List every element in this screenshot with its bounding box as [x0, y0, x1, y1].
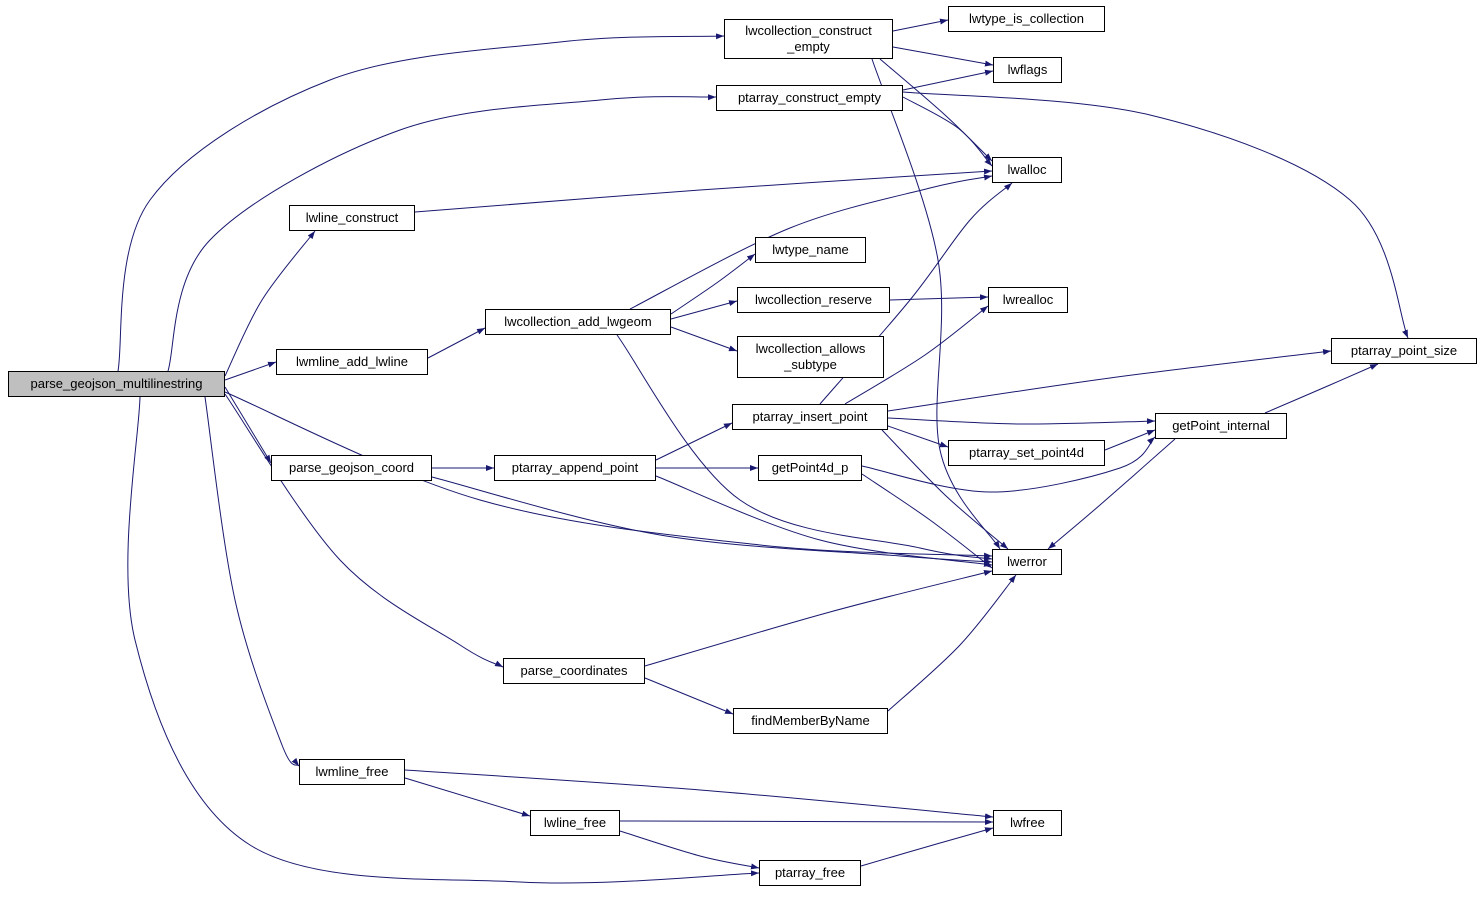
edge-lwcollection_add_lwgeom-to-lwtype_name — [670, 253, 756, 315]
edge-lwmline_free-to-lwfree — [404, 769, 994, 820]
edge-ptarray_construct_empty-to-lwflags — [902, 69, 994, 91]
node-lwcollection_add_lwgeom[interactable]: lwcollection_add_lwgeom — [485, 309, 671, 335]
edge-parse_geojson_coord-to-lwerror — [431, 476, 993, 565]
node-lwmline_add_lwline[interactable]: lwmline_add_lwline — [276, 349, 428, 375]
node-parse_coordinates[interactable]: parse_coordinates — [503, 658, 645, 684]
edge-parse_geojson_multilinestring-to-ptarray_construct_empty — [167, 94, 717, 372]
edge-parse_coordinates-to-lwerror — [644, 570, 993, 667]
node-lwline_construct[interactable]: lwline_construct — [289, 205, 415, 231]
edge-ptarray_insert_point-to-getPoint_internal — [887, 417, 1156, 425]
edge-ptarray_construct_empty-to-ptarray_point_size — [902, 91, 1409, 339]
edge-lwmline_add_lwline-to-lwcollection_add_lwgeom — [427, 327, 486, 359]
node-ptarray_construct_empty[interactable]: ptarray_construct_empty — [716, 85, 903, 111]
node-lwfree[interactable]: lwfree — [993, 810, 1062, 836]
edge-lwcollection_construct_empty-to-lwflags — [892, 46, 994, 67]
edge-lwmline_free-to-lwline_free — [404, 777, 531, 817]
node-ptarray_insert_point[interactable]: ptarray_insert_point — [732, 404, 888, 430]
edge-lwcollection_construct_empty-to-lwtype_is_collection — [892, 18, 949, 32]
edge-lwline_free-to-ptarray_free — [619, 830, 760, 870]
node-parse_geojson_multilinestring: parse_geojson_multilinestring — [8, 371, 225, 397]
node-lwcollection_reserve[interactable]: lwcollection_reserve — [737, 287, 890, 313]
edge-ptarray_insert_point-to-ptarray_set_point4d — [887, 425, 949, 448]
edge-ptarray_append_point-to-lwerror — [655, 475, 993, 567]
node-ptarray_set_point4d[interactable]: ptarray_set_point4d — [948, 440, 1105, 466]
edge-lwcollection_add_lwgeom-to-lwerror — [616, 334, 993, 561]
edge-lwcollection_add_lwgeom-to-lwcollection_reserve — [670, 300, 738, 320]
edge-getPoint4d_p-to-lwerror — [861, 473, 993, 569]
node-lwalloc[interactable]: lwalloc — [992, 157, 1062, 183]
edge-lwline_free-to-lwfree — [619, 818, 994, 825]
node-lwline_free[interactable]: lwline_free — [530, 810, 620, 836]
node-lwcollection_construct_empty[interactable]: lwcollection_construct _empty — [724, 19, 893, 59]
edge-ptarray_free-to-lwfree — [860, 827, 994, 867]
node-getPoint4d_p[interactable]: getPoint4d_p — [758, 455, 862, 481]
edge-getPoint4d_p-to-getPoint_internal — [861, 436, 1156, 493]
edge-ptarray_set_point4d-to-getPoint_internal — [1104, 429, 1156, 451]
node-ptarray_free[interactable]: ptarray_free — [759, 860, 861, 886]
node-ptarray_point_size[interactable]: ptarray_point_size — [1331, 338, 1477, 364]
node-lwcollection_allows_subtype[interactable]: lwcollection_allows _subtype — [737, 336, 884, 378]
edge-ptarray_append_point-to-ptarray_insert_point — [655, 422, 733, 461]
node-lwtype_is_collection[interactable]: lwtype_is_collection — [948, 6, 1105, 32]
edge-ptarray_insert_point-to-ptarray_point_size — [887, 348, 1332, 412]
node-getPoint_internal[interactable]: getPoint_internal — [1155, 413, 1287, 439]
edge-getPoint_internal-to-ptarray_point_size — [1264, 363, 1379, 414]
edge-parse_geojson_multilinestring-to-parse_coordinates — [224, 393, 504, 668]
edge-lwcollection_construct_empty-to-lwerror — [871, 58, 1001, 550]
edge-lwcollection_add_lwgeom-to-lwcollection_allows_subtype — [670, 326, 738, 352]
edge-parse_geojson_multilinestring-to-lwline_construct — [224, 230, 316, 377]
node-lwtype_name[interactable]: lwtype_name — [755, 237, 866, 263]
edge-lwcollection_reserve-to-lwrealloc — [889, 294, 989, 301]
node-findMemberByName[interactable]: findMemberByName — [733, 708, 888, 734]
node-lwerror[interactable]: lwerror — [992, 549, 1062, 575]
node-parse_geojson_coord[interactable]: parse_geojson_coord — [271, 455, 432, 481]
edge-findMemberByName-to-lwerror — [887, 574, 1017, 712]
node-lwflags[interactable]: lwflags — [993, 57, 1062, 83]
edge-lwcollection_add_lwgeom-to-lwalloc — [629, 174, 993, 310]
edge-lwcollection_construct_empty-to-lwalloc — [879, 58, 993, 162]
node-ptarray_append_point[interactable]: ptarray_append_point — [494, 455, 656, 481]
edge-ptarray_construct_empty-to-lwalloc — [902, 96, 993, 167]
edge-ptarray_insert_point-to-lwrealloc — [844, 305, 989, 405]
edge-parse_geojson_multilinestring-to-ptarray_free — [127, 396, 760, 884]
edge-parse_geojson_multilinestring-to-parse_geojson_coord — [224, 386, 272, 464]
edge-parse_coordinates-to-findMemberByName — [644, 677, 734, 715]
edge-parse_geojson_multilinestring-to-lwmline_free — [204, 396, 300, 767]
node-lwmline_free[interactable]: lwmline_free — [299, 759, 405, 785]
edge-getPoint_internal-to-lwerror — [1047, 438, 1176, 550]
node-lwrealloc[interactable]: lwrealloc — [988, 287, 1068, 313]
edge-ptarray_insert_point-to-lwerror — [881, 429, 1009, 550]
edge-parse_geojson_multilinestring-to-lwcollection_construct_empty — [117, 33, 725, 372]
edge-parse_geojson_multilinestring-to-lwmline_add_lwline — [224, 361, 277, 381]
edge-lwline_construct-to-lwalloc — [414, 168, 993, 213]
